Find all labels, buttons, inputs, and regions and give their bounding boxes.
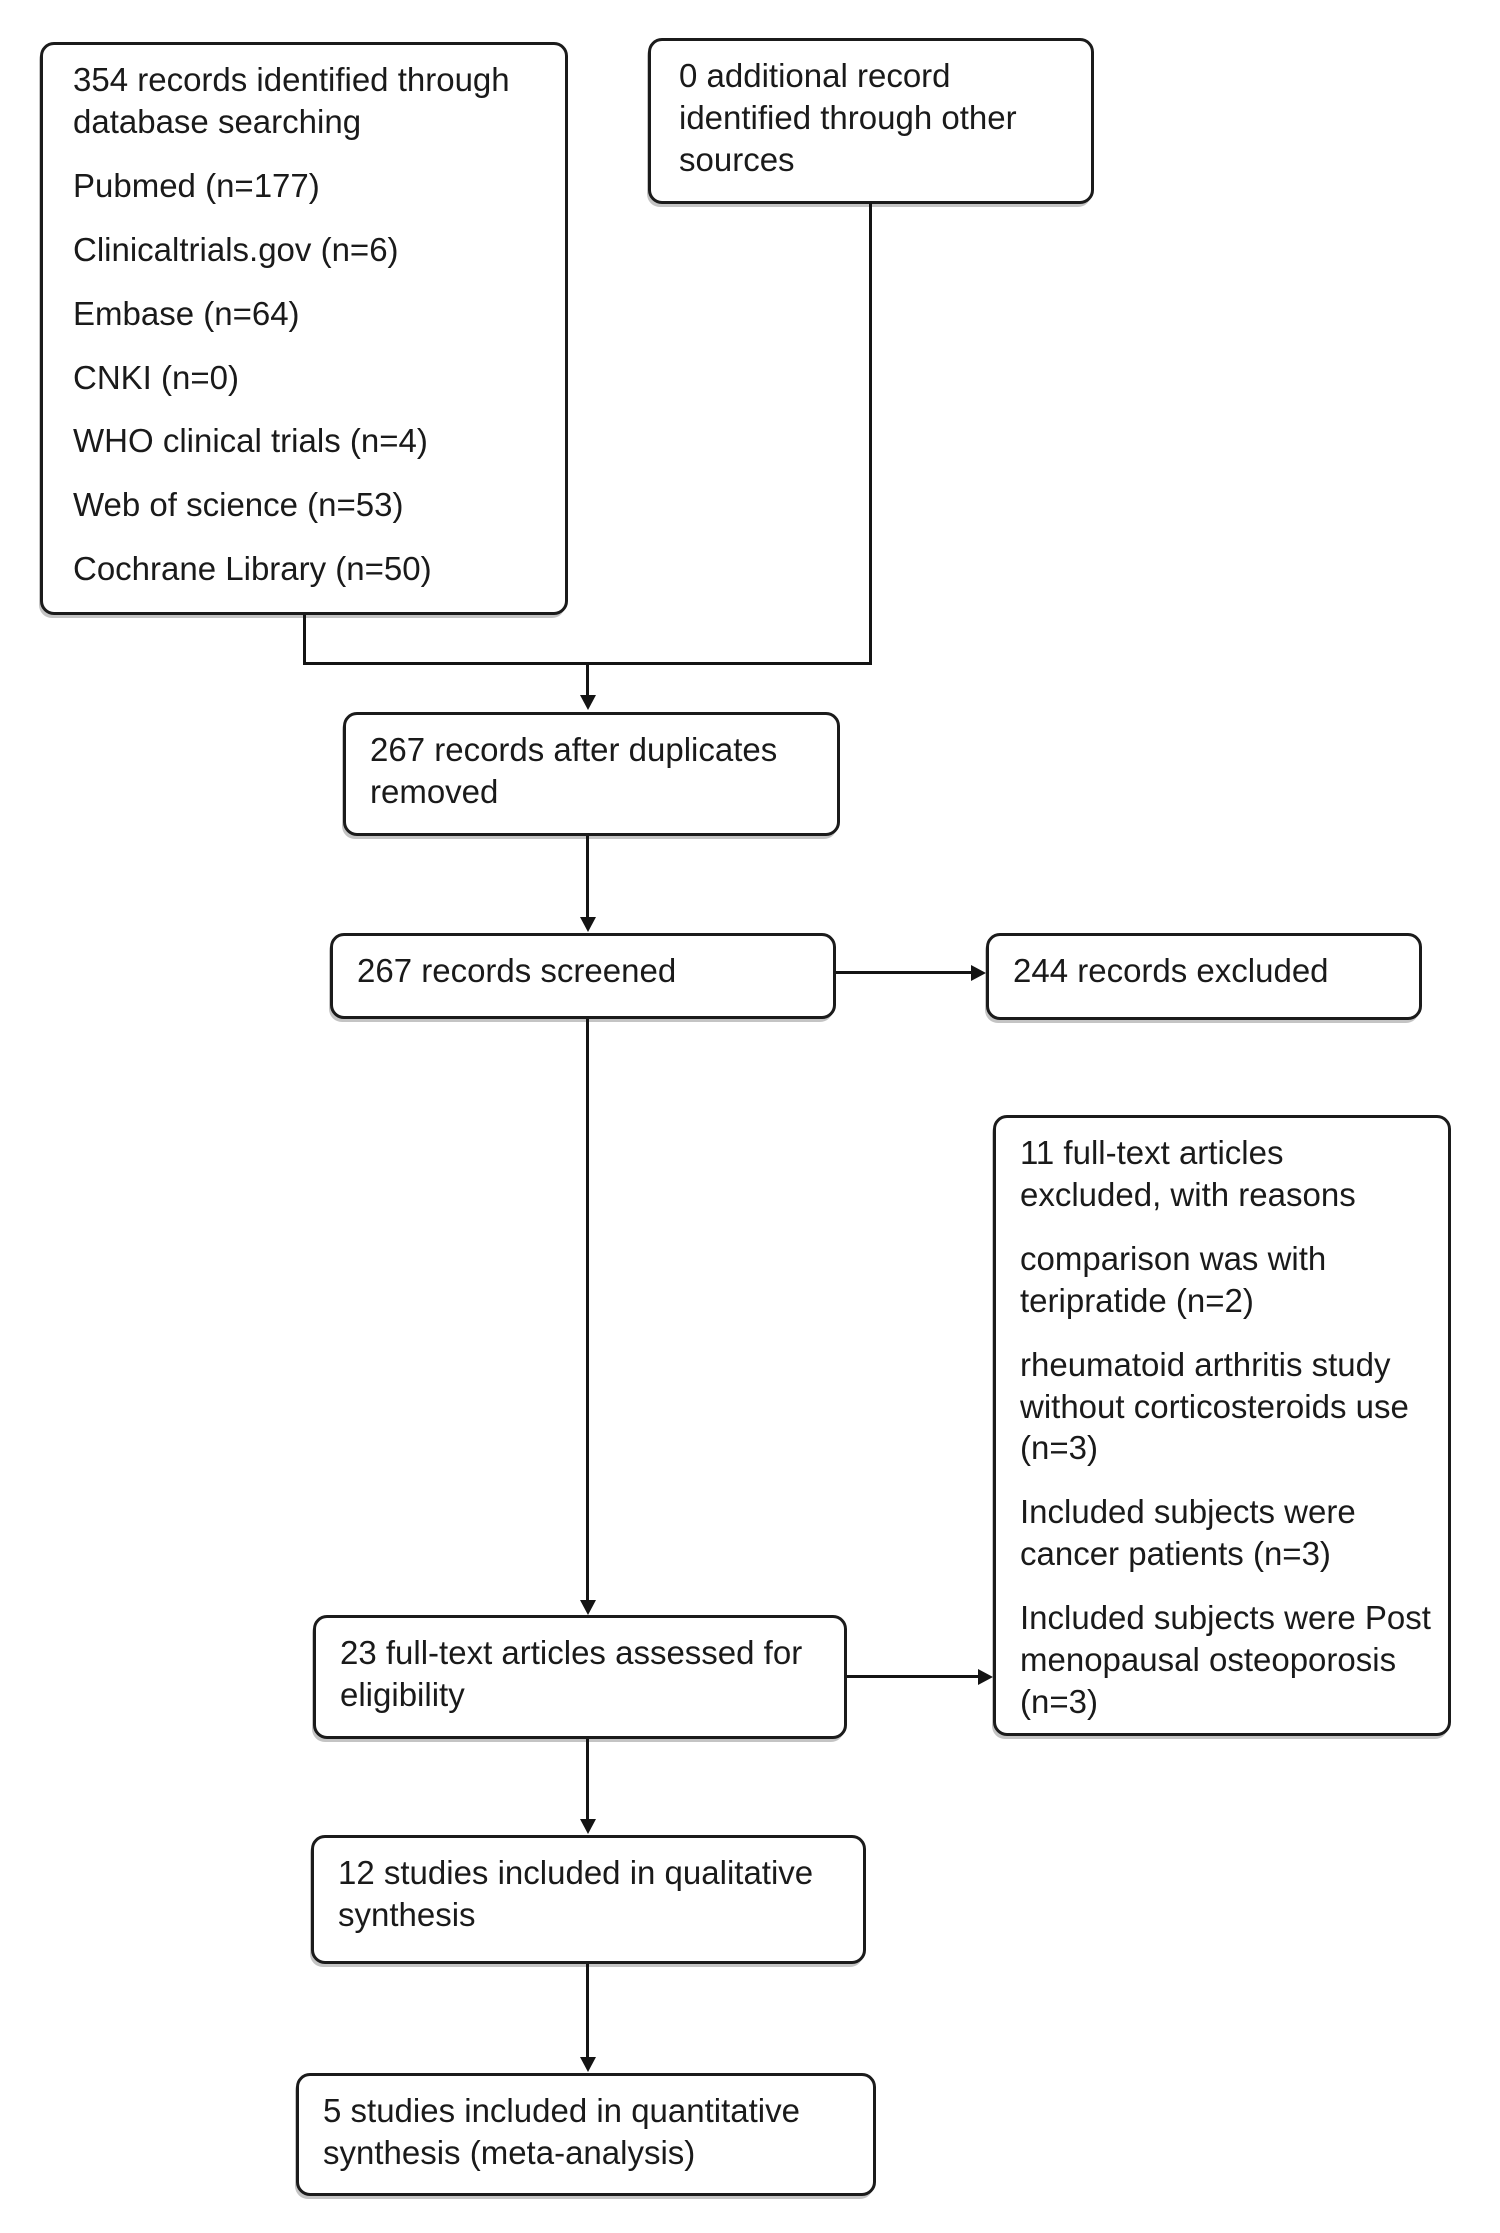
arrowhead-down-icon (580, 917, 596, 932)
source-item: Cochrane Library (n=50) (73, 550, 432, 588)
connector-screened-to-assessed (586, 1019, 589, 1600)
arrowhead-down-icon (580, 1600, 596, 1615)
records-excluded-text: 244 records excluded (1013, 952, 1329, 989)
connector-duplicates-to-screened (586, 836, 589, 917)
box-quantitative-synthesis: 5 studies included in quantitative synth… (296, 2073, 876, 2196)
connector-identification-down (303, 615, 306, 665)
connector-screened-to-excluded (836, 971, 971, 974)
source-item: CNKI (n=0) (73, 358, 239, 396)
arrowhead-down-icon (580, 1819, 596, 1834)
source-item: Web of science (n=53) (73, 486, 404, 524)
records-screened-text: 267 records screened (357, 952, 677, 989)
connector-assessed-to-qualitative (586, 1739, 589, 1819)
other-sources-text: 0 additional record identified through o… (679, 57, 1017, 178)
qualitative-synthesis-text: 12 studies included in qualitative synth… (338, 1854, 814, 1933)
reason-item: Included subjects were Post menopausal o… (1020, 1599, 1431, 1720)
arrowhead-right-icon (978, 1669, 993, 1685)
source-item: Clinicaltrials.gov (n=6) (73, 230, 399, 268)
box-duplicates-removed: 267 records after duplicates removed (343, 712, 840, 836)
connector-merge-to-duplicates (586, 662, 589, 696)
source-item: WHO clinical trials (n=4) (73, 422, 428, 460)
arrowhead-down-icon (580, 2057, 596, 2072)
connector-other-sources-down (869, 203, 872, 665)
reason-item: Included subjects were cancer patients (… (1020, 1493, 1356, 1573)
arrowhead-down-icon (580, 695, 596, 710)
quantitative-synthesis-text: 5 studies included in quantitative synth… (323, 2092, 800, 2171)
records-identified-heading: 354 records identified through database … (73, 61, 510, 140)
fulltext-assessed-text: 23 full-text articles assessed for eligi… (340, 1634, 803, 1713)
box-fulltext-assessed: 23 full-text articles assessed for eligi… (313, 1615, 847, 1739)
box-records-excluded: 244 records excluded (986, 933, 1422, 1020)
source-item: Embase (n=64) (73, 294, 300, 332)
connector-assessed-to-reasons (847, 1675, 978, 1678)
source-item: Pubmed (n=177) (73, 166, 320, 204)
box-qualitative-synthesis: 12 studies included in qualitative synth… (311, 1835, 866, 1964)
box-other-sources: 0 additional record identified through o… (648, 38, 1094, 204)
box-records-screened: 267 records screened (330, 933, 836, 1019)
fulltext-excluded-heading: 11 full-text articles excluded, with rea… (1020, 1134, 1356, 1213)
reason-item: rheumatoid arthritis study without corti… (1020, 1345, 1409, 1467)
arrowhead-right-icon (971, 965, 986, 981)
connector-qualitative-to-quantitative (586, 1964, 589, 2057)
duplicates-removed-text: 267 records after duplicates removed (370, 731, 778, 810)
reason-item: comparison was with teripratide (n=2) (1020, 1239, 1327, 1319)
box-records-identified: 354 records identified through database … (40, 42, 568, 615)
box-fulltext-excluded-reasons: 11 full-text articles excluded, with rea… (993, 1115, 1451, 1736)
